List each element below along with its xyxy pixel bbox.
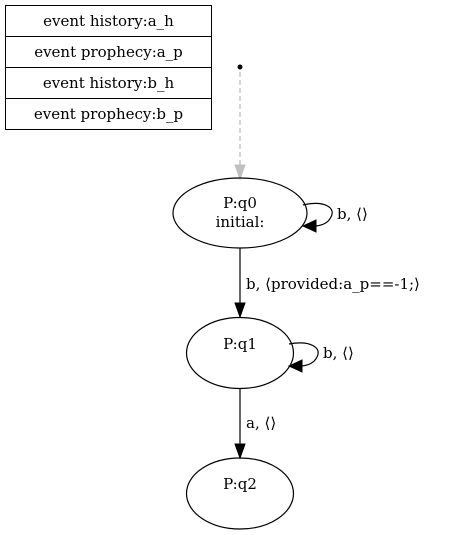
transition-label: b, ⟨provided:a_p==-1;⟩ [246, 275, 420, 293]
transition-label: b, ⟨⟩ [323, 344, 354, 362]
transition-label: b, ⟨⟩ [337, 205, 368, 223]
transition-q0-q1: b, ⟨provided:a_p==-1;⟩ [234, 248, 420, 319]
self-loop-line [302, 202, 333, 227]
initial-arrow-head [234, 164, 246, 181]
transition-q1-q2: a, ⟨⟩ [234, 389, 276, 460]
start-dot [237, 64, 243, 70]
initial-pointer [234, 64, 246, 181]
event-row-label: event history:a_h [43, 12, 174, 30]
transition-arrow-head [234, 302, 246, 319]
transition-arrow-head [234, 443, 246, 460]
self-loop-arrow-head [287, 359, 303, 373]
state-q1-ellipse [185, 316, 295, 390]
state-q0: P:q0 initial: [172, 177, 308, 249]
state-q0-sublabel: initial: [216, 213, 265, 231]
state-q0-name: P:q0 [223, 194, 257, 212]
state-q2-name: P:q2 [223, 475, 257, 493]
self-loop-line [288, 342, 319, 367]
event-row-label: event history:b_h [43, 74, 175, 92]
event-row-label: event prophecy:a_p [34, 43, 183, 61]
events-table: event history:a_h event prophecy:a_p eve… [5, 5, 212, 130]
event-row-label: event prophecy:b_p [34, 105, 183, 123]
state-q2: P:q2 [185, 457, 295, 530]
state-q1-name: P:q1 [223, 335, 257, 353]
transition-q0-self: b, ⟨⟩ [301, 202, 368, 233]
transition-q1-self: b, ⟨⟩ [287, 342, 354, 373]
self-loop-arrow-head [301, 219, 317, 233]
state-q1: P:q1 [185, 316, 295, 390]
transition-label: a, ⟨⟩ [246, 414, 276, 432]
state-q2-ellipse [185, 457, 295, 530]
